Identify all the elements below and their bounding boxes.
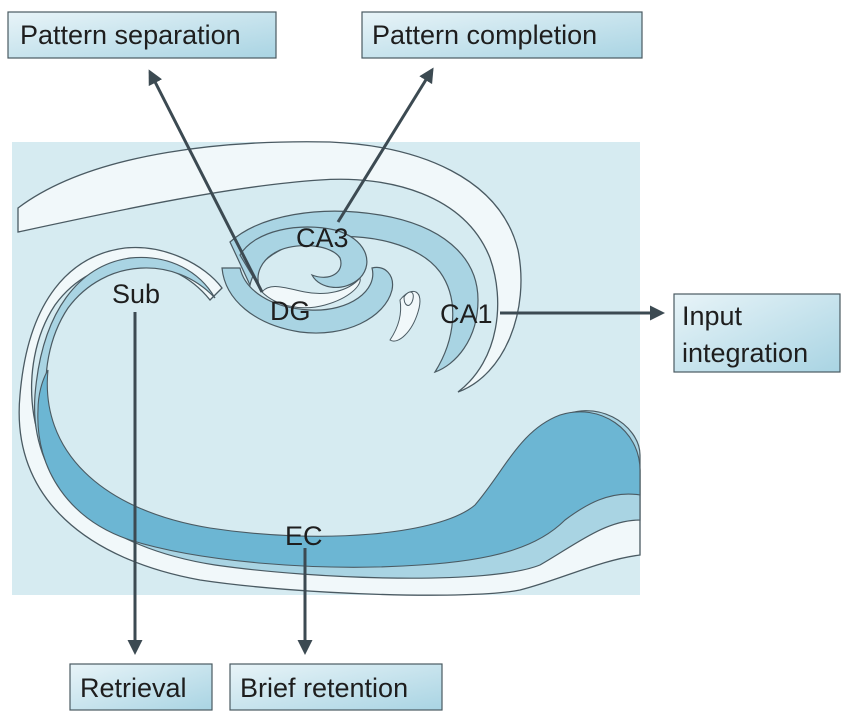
label-input-integration-line2: integration [682,338,808,368]
region-label-ec: EC [285,521,323,551]
box-pattern-separation: Pattern separation [7,11,277,59]
box-pattern-completion: Pattern completion [361,11,643,59]
region-label-sub: Sub [112,279,160,309]
label-brief-retention: Brief retention [240,673,408,703]
label-pattern-separation: Pattern separation [20,20,241,50]
box-brief-retention: Brief retention [229,663,443,711]
box-retrieval: Retrieval [69,663,213,711]
ca3-curl [239,226,368,293]
cortex-band-mid [37,369,641,568]
ca1-channel-small [403,291,414,306]
arrow-ca3-to-pattern-completion [336,67,434,223]
region-label-ca3: CA3 [296,223,349,253]
ca1-channel [389,290,421,342]
dg-crescent [221,266,394,334]
arrow-dg-to-pattern-separation [148,69,264,293]
outer-fold-top [17,141,522,393]
dg-gap [261,276,361,309]
label-input-integration-line1: Input [682,301,743,331]
label-pattern-completion: Pattern completion [372,20,597,50]
region-label-dg: DG [270,296,311,326]
region-label-ca1: CA1 [440,299,493,329]
label-retrieval: Retrieval [80,673,187,703]
box-input-integration: Input integration [673,293,841,373]
